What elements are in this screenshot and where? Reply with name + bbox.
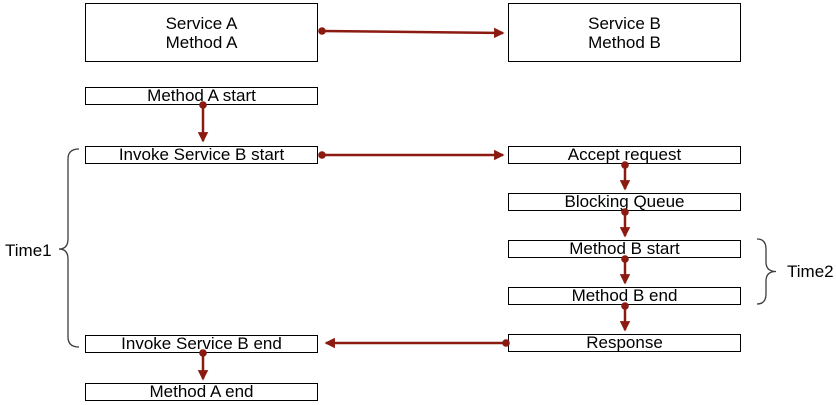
edge-dot-invoke-start <box>318 151 326 159</box>
edge-dot-service-a <box>318 27 326 35</box>
node-method-a-start-label: Method A start <box>147 86 256 105</box>
node-invoke-service-b-start: Invoke Service B start <box>85 146 318 164</box>
time2-label: Time2 <box>787 262 834 281</box>
node-service-b: Service B Method B <box>508 3 741 62</box>
node-invoke-service-b-end: Invoke Service B end <box>85 335 318 353</box>
edge-service-a-to-service-b <box>321 27 505 39</box>
node-invoke-service-b-start-label: Invoke Service B start <box>118 145 285 164</box>
node-method-a-end: Method A end <box>85 383 318 401</box>
node-service-b-lines: Service B Method B <box>588 14 661 52</box>
node-service-b-line1: Service B <box>588 13 661 33</box>
node-response: Response <box>508 334 741 352</box>
node-response-label: Response <box>586 333 663 352</box>
node-method-b-start: Method B start <box>508 240 741 258</box>
node-method-b-end-label: Method B end <box>571 286 678 305</box>
node-service-b-line2: Method B <box>588 32 661 52</box>
time1-label: Time1 <box>5 241 52 260</box>
node-service-a: Service A Method A <box>85 3 318 62</box>
node-blocking-queue-label: Blocking Queue <box>564 192 685 211</box>
node-invoke-service-b-end-label: Invoke Service B end <box>121 334 282 353</box>
node-accept-request: Accept request <box>508 146 741 164</box>
node-method-a-end-label: Method A end <box>149 382 254 401</box>
node-method-b-end: Method B end <box>508 287 741 305</box>
node-service-a-line1: Service A <box>165 13 238 33</box>
time2-brace <box>756 238 777 305</box>
node-method-a-start: Method A start <box>85 87 318 105</box>
node-service-a-line2: Method A <box>165 32 238 52</box>
node-method-b-start-label: Method B start <box>569 239 680 258</box>
node-accept-request-label: Accept request <box>567 145 682 164</box>
node-service-a-lines: Service A Method A <box>166 14 238 52</box>
node-blocking-queue: Blocking Queue <box>508 193 741 211</box>
time1-brace <box>58 148 80 348</box>
